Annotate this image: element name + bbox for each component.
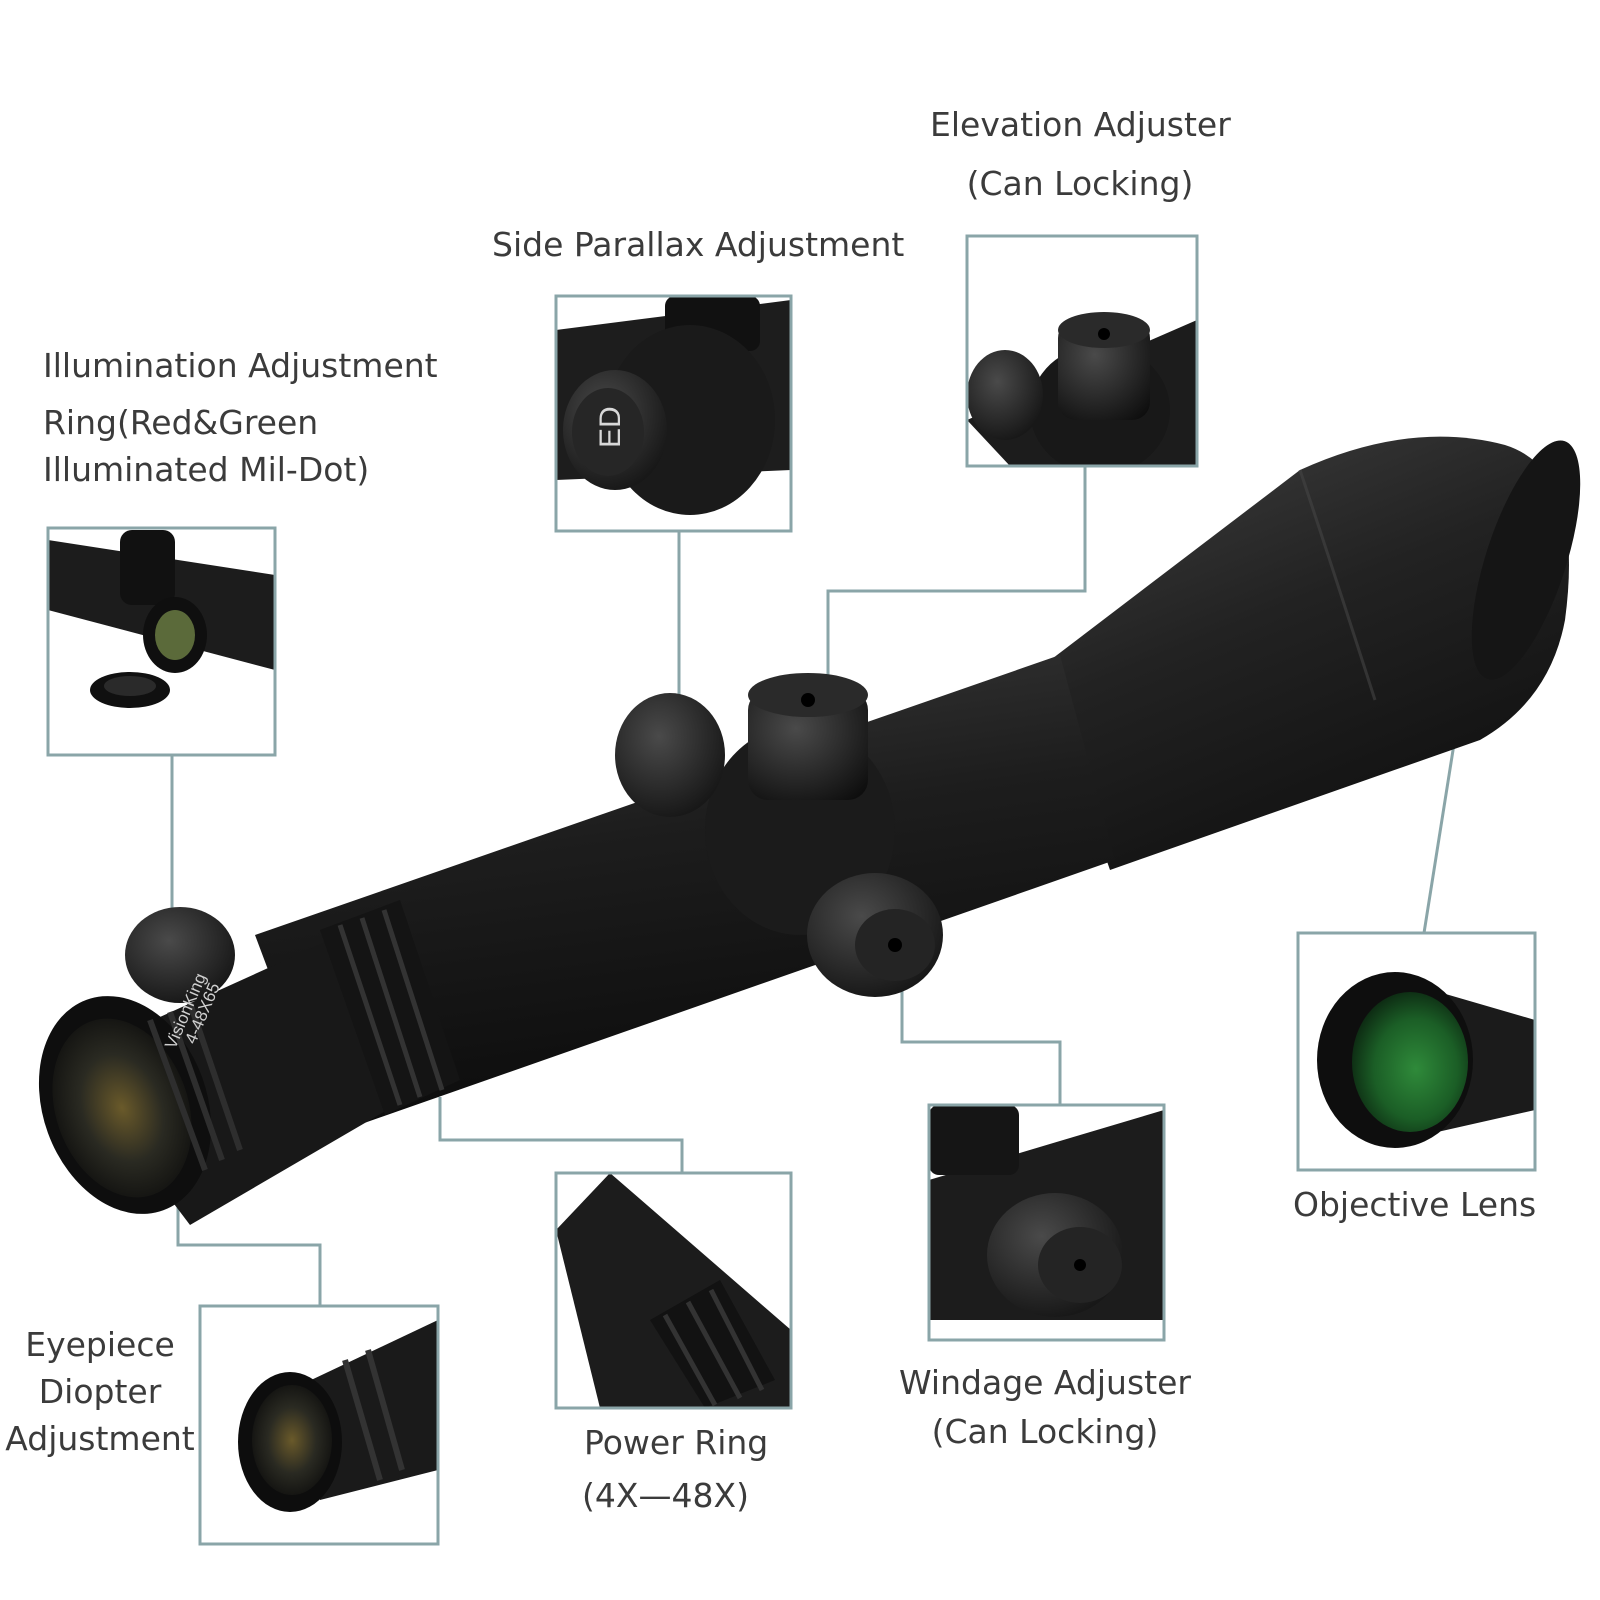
windage-label-line1: Windage Adjuster — [899, 1363, 1191, 1402]
windage-label-line2: (Can Locking) — [931, 1411, 1159, 1451]
objective-inset-frame — [1296, 931, 1537, 1172]
power-ring-label-line2: (4X—48X) — [582, 1475, 749, 1515]
objective-label-line1: Objective Lens — [1293, 1185, 1537, 1224]
eyepiece-inset-frame — [198, 1304, 440, 1546]
parallax-label-line1: Side Parallax Adjustment — [492, 225, 905, 264]
eyepiece-label: Eyepiece Diopter Adjustment — [0, 1322, 200, 1463]
objective-label: Objective Lens — [1293, 1182, 1536, 1229]
ed-badge: ED — [594, 406, 627, 448]
power-ring-inset-photo — [556, 1173, 791, 1408]
parallax-inset-frame — [554, 294, 793, 533]
elevation-label-line2: (Can Locking) — [966, 163, 1194, 203]
windage-label: Windage Adjuster (Can Locking) — [895, 1360, 1195, 1456]
windage-inset-photo — [929, 1105, 1164, 1340]
power-ring-label: Power Ring (4X—48X) — [582, 1420, 768, 1520]
power-ring-label-line1: Power Ring — [584, 1423, 769, 1462]
illumination-inset-photo — [48, 528, 275, 755]
illumination-label-line2: Ring(Red&Green — [43, 402, 319, 442]
elevation-label-line1: Elevation Adjuster — [930, 105, 1231, 144]
power-ring-inset-frame — [554, 1171, 793, 1410]
elevation-label: Elevation Adjuster (Can Locking) — [930, 102, 1231, 208]
illumination-label: Illumination Adjustment Ring(Red&Green I… — [43, 343, 438, 494]
eyepiece-inset-photo — [200, 1306, 438, 1544]
windage-inset-frame — [927, 1103, 1166, 1342]
illumination-inset-frame — [46, 526, 277, 757]
objective-inset-photo — [1298, 933, 1535, 1170]
elevation-inset-frame — [965, 234, 1199, 468]
elevation-inset-photo — [967, 236, 1197, 466]
parallax-inset-photo: ED — [556, 296, 791, 531]
eyepiece-label-line1: Eyepiece — [25, 1325, 175, 1364]
illumination-label-line1: Illumination Adjustment — [43, 346, 438, 385]
main-scope: VisionKing 4-48X65 — [38, 436, 1581, 1225]
eyepiece-label-line2: Diopter — [38, 1371, 162, 1411]
parallax-label: Side Parallax Adjustment — [492, 222, 904, 269]
illumination-label-line3: Illuminated Mil-Dot) — [43, 449, 370, 489]
eyepiece-label-line3: Adjustment — [5, 1418, 195, 1458]
